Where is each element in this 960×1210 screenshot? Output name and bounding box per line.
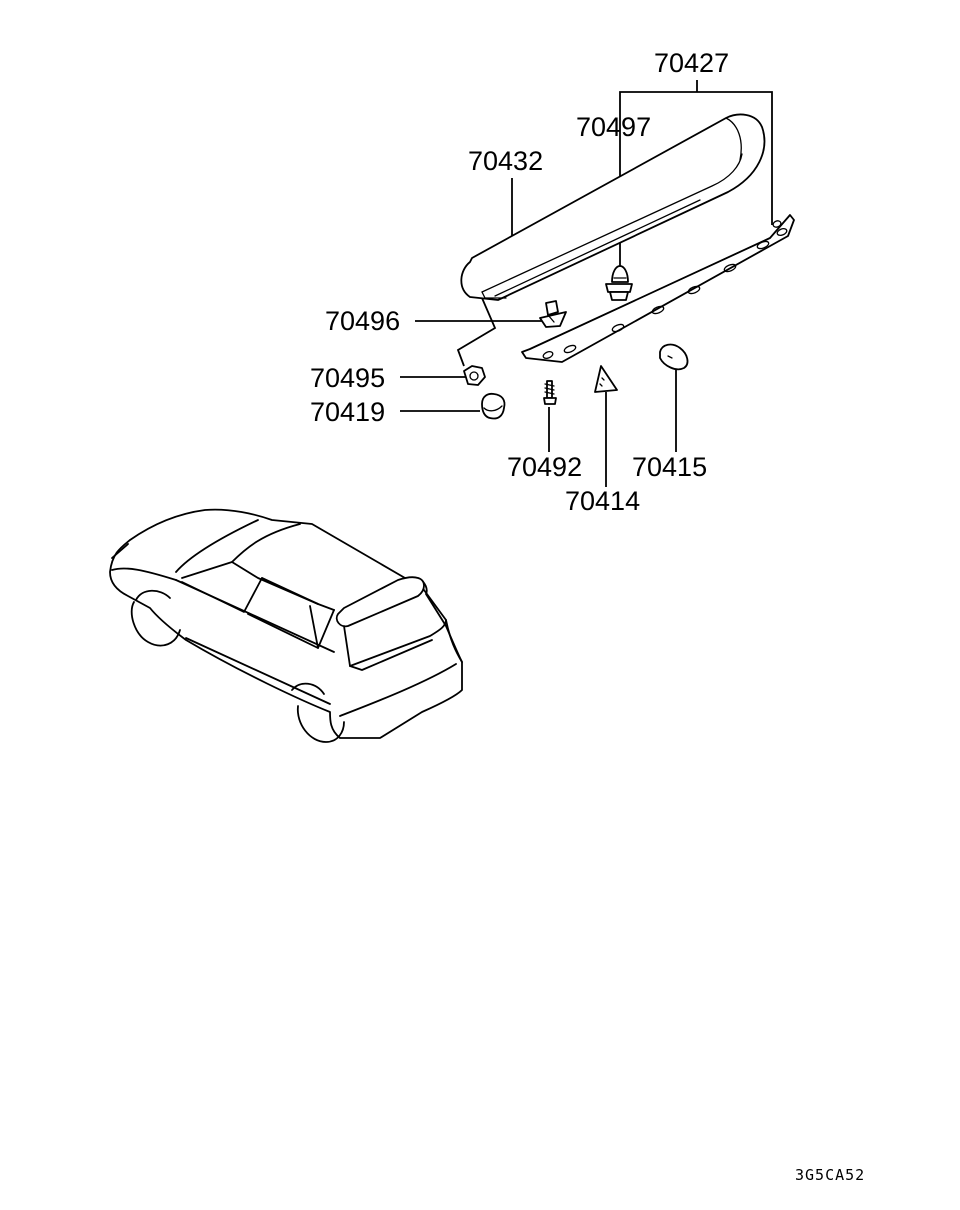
spoiler-base-70427: [521, 214, 795, 363]
label-70496: 70496: [325, 306, 400, 336]
clip-70497: [605, 265, 633, 301]
cap-70419: [481, 392, 506, 420]
pad-70414: [594, 365, 618, 393]
vehicle-illustration: [109, 508, 463, 743]
leader-lines: [400, 80, 773, 487]
rear-spoiler-70432: [460, 113, 766, 301]
nut-70495: [463, 365, 486, 386]
clip-70496: [539, 300, 567, 328]
screw-70492: [543, 380, 557, 405]
label-70414: 70414: [565, 486, 640, 516]
diagram-reference-code: 3G5CA52: [795, 1166, 865, 1184]
label-70415: 70415: [632, 452, 707, 482]
label-70492: 70492: [507, 452, 582, 482]
label-70495: 70495: [310, 363, 385, 393]
label-70497: 70497: [576, 112, 651, 142]
label-70432: 70432: [468, 146, 543, 176]
pad-70415: [659, 343, 689, 371]
label-70419: 70419: [310, 397, 385, 427]
label-70427: 70427: [654, 48, 729, 78]
base-slots: [542, 220, 788, 360]
